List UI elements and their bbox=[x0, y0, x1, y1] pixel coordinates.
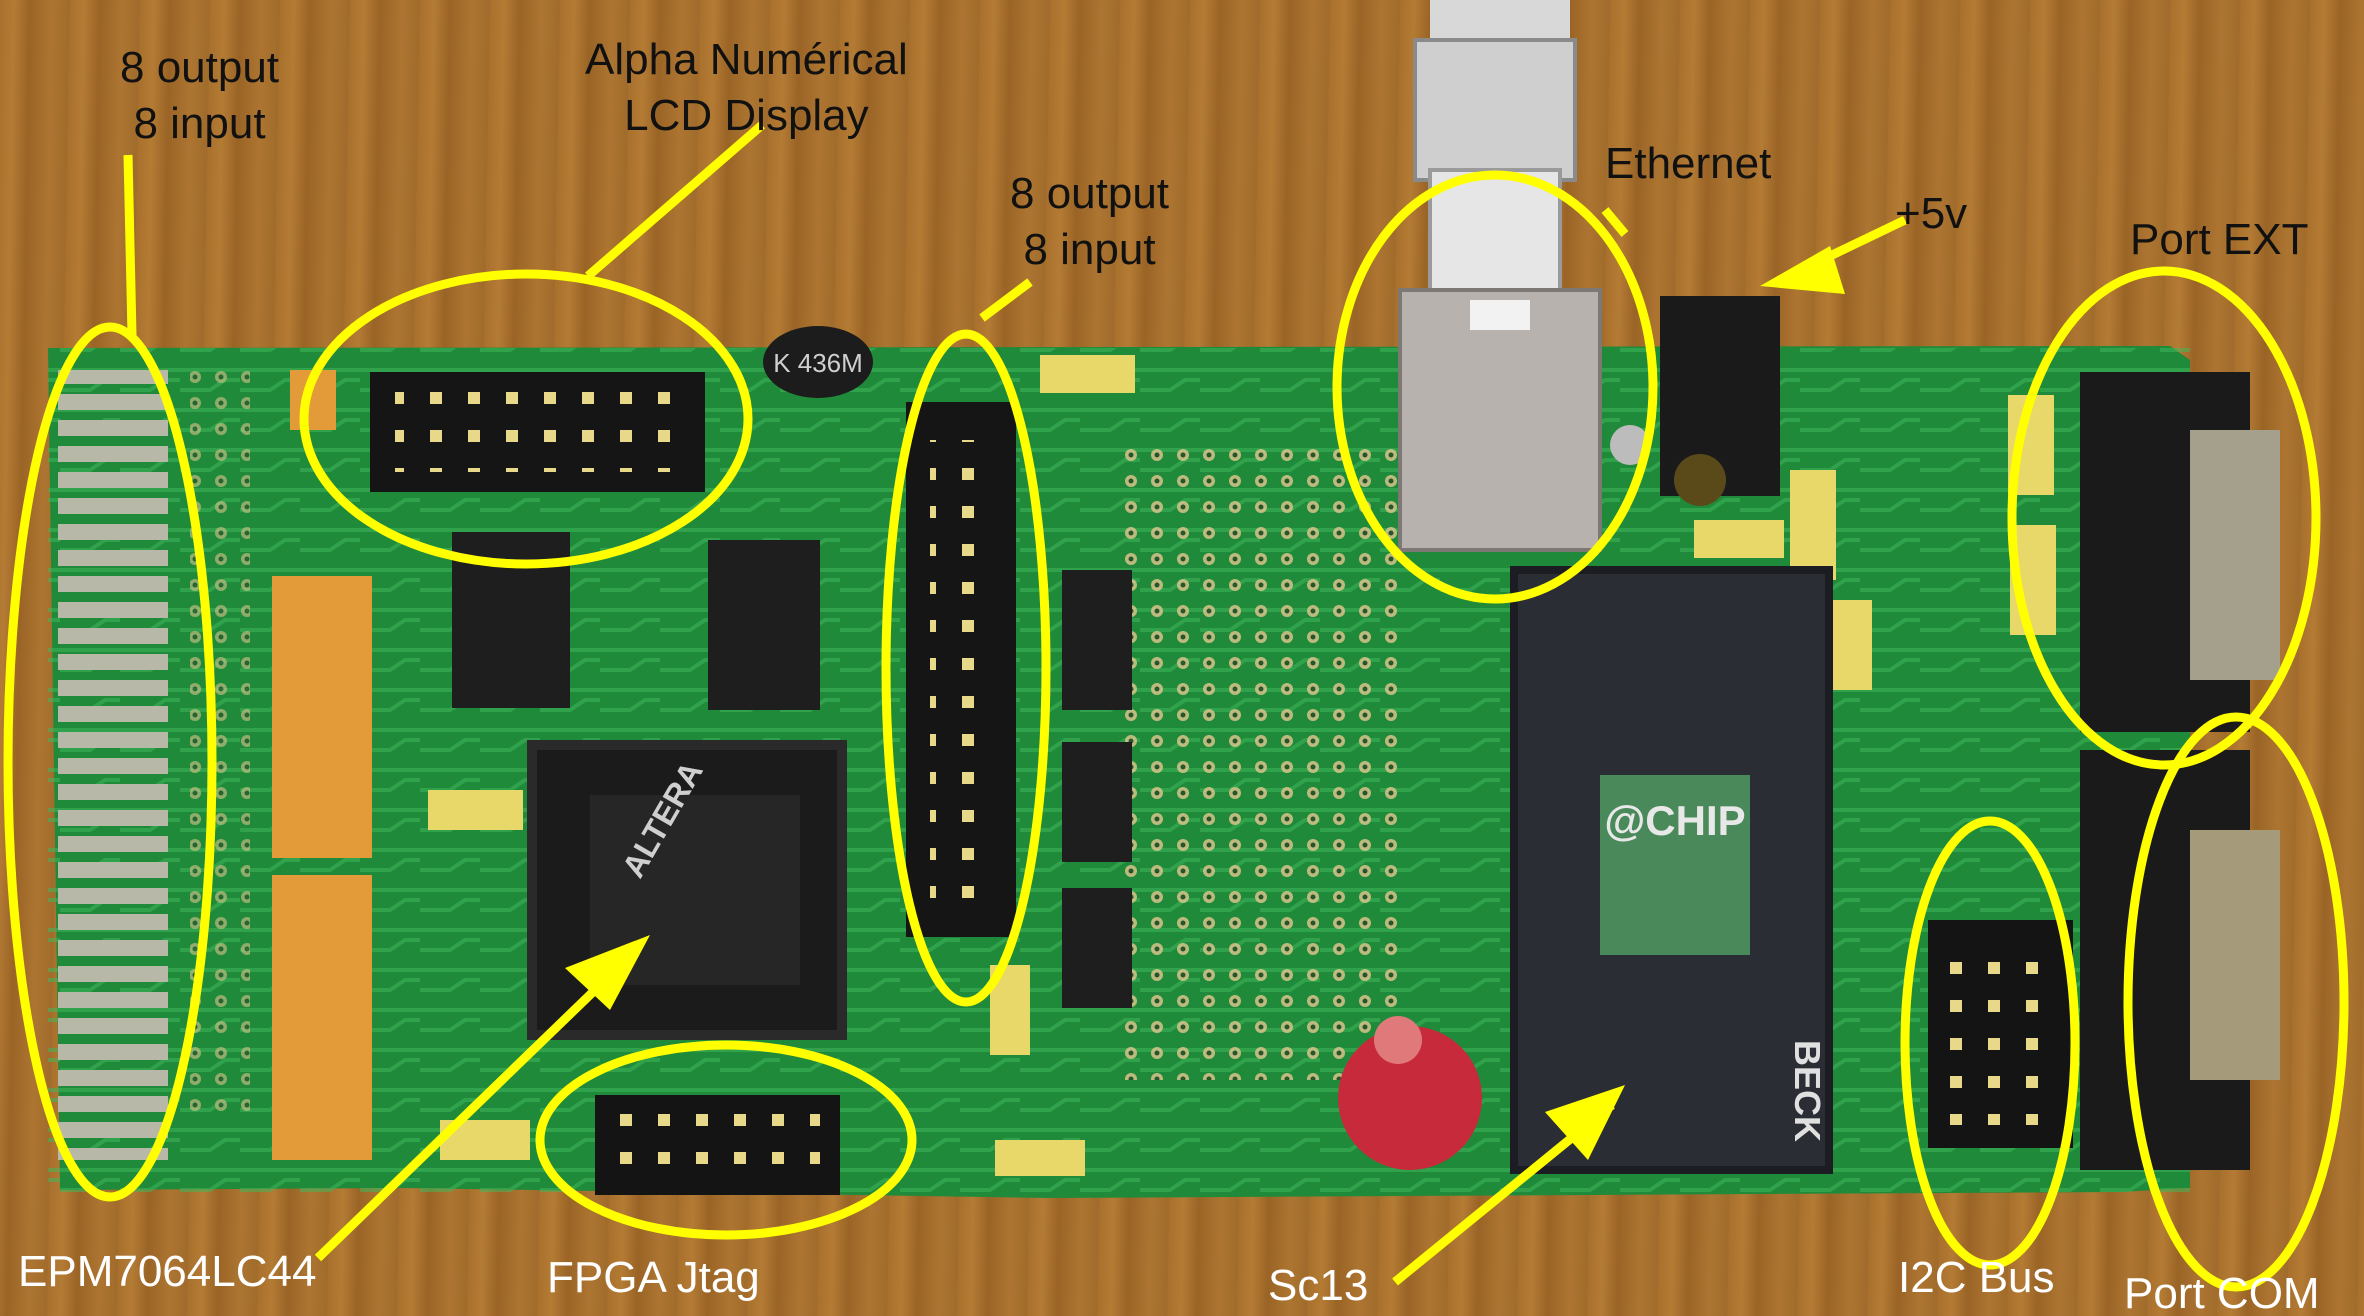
label-i2c-bus: I2C Bus bbox=[1898, 1253, 2055, 1302]
label-io-center: 8 output 8 input bbox=[1010, 166, 1169, 278]
label-port-com: Port COM bbox=[2124, 1269, 2320, 1316]
label-sc13: Sc13 bbox=[1268, 1261, 1369, 1310]
resistor-networks bbox=[272, 370, 372, 1160]
capacitor-marking: K 436M bbox=[773, 348, 863, 378]
ethernet-pointer bbox=[1601, 207, 1629, 237]
jtag-header-component bbox=[595, 1095, 840, 1195]
label-io-center-line1: 8 output bbox=[1010, 169, 1170, 218]
ethernet-ellipse bbox=[1332, 170, 1658, 604]
io-center-ellipse bbox=[881, 329, 1051, 1007]
i2c-ellipse bbox=[1900, 816, 2080, 1270]
annotation-arrowheads bbox=[565, 246, 1845, 1160]
cpld-chip: ALTERA bbox=[527, 740, 847, 1040]
label-io-center-line2: 8 input bbox=[1023, 225, 1156, 274]
lcd-header-component bbox=[370, 372, 705, 492]
label-io-top-left: 8 output 8 input bbox=[120, 40, 279, 152]
edge-connector-fingers bbox=[58, 370, 168, 1160]
sc13-arrowhead bbox=[1545, 1085, 1625, 1160]
capacitor-component: K 436M bbox=[763, 326, 873, 398]
db9-connectors bbox=[2080, 372, 2280, 1170]
power-jack bbox=[1610, 296, 1780, 506]
label-power: +5v bbox=[1895, 189, 1968, 238]
i2c-header-component bbox=[1928, 920, 2073, 1148]
label-lcd: Alpha Numérical LCD Display bbox=[585, 32, 908, 144]
epm-pointer bbox=[314, 956, 630, 1262]
io-top-left-pointer bbox=[123, 154, 137, 336]
red-buzzer bbox=[1338, 1016, 1482, 1170]
module-brand-marking: @CHIP bbox=[1604, 797, 1745, 844]
label-port-ext: Port EXT bbox=[2130, 215, 2309, 264]
port-ext-ellipse bbox=[2007, 266, 2321, 770]
label-io-top-left-line2: 8 input bbox=[133, 99, 266, 148]
ethernet-cable bbox=[1398, 0, 1602, 552]
lcd-ellipse bbox=[299, 269, 753, 569]
label-lcd-line1: Alpha Numérical bbox=[585, 35, 908, 84]
io-header-component bbox=[906, 402, 1016, 937]
annotation-overlays bbox=[3, 121, 2349, 1292]
epm-edge-ellipse bbox=[3, 322, 217, 1202]
label-epm: EPM7064LC44 bbox=[18, 1247, 317, 1296]
io-center-pointer bbox=[979, 278, 1033, 322]
sc13-module: @CHIP BECK bbox=[1510, 566, 1833, 1174]
power-arrowhead bbox=[1760, 246, 1845, 294]
label-ethernet: Ethernet bbox=[1605, 139, 1772, 188]
port-com-ellipse bbox=[2123, 712, 2349, 1292]
module-maker-marking: BECK bbox=[1787, 1040, 1828, 1142]
lcd-pointer bbox=[585, 121, 765, 280]
label-lcd-line2: LCD Display bbox=[624, 91, 869, 140]
epm-arrowhead bbox=[565, 935, 650, 1010]
label-fpga-jtag: FPGA Jtag bbox=[547, 1253, 760, 1302]
label-io-top-left-line1: 8 output bbox=[120, 43, 280, 92]
jtag-ellipse bbox=[535, 1040, 917, 1240]
small-capacitors bbox=[428, 355, 2056, 1176]
